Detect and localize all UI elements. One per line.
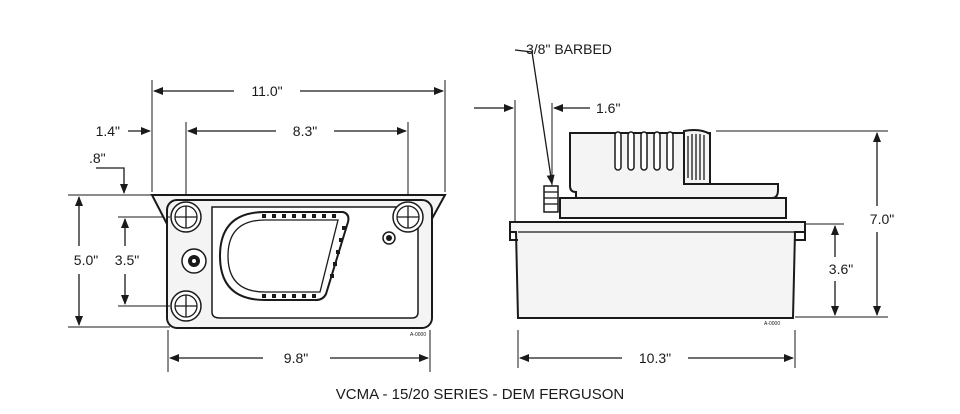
mounting-hole-icon [392, 201, 424, 233]
float-chamber-lid [218, 211, 350, 301]
tank-flange-right [795, 222, 806, 241]
motor-vents [614, 131, 674, 171]
part-tag-right: A-0000 [764, 321, 780, 327]
mounting-hole-icon [170, 290, 202, 322]
part-tag-left: A-0000 [410, 332, 426, 338]
side-tank [509, 221, 806, 319]
mounting-hole-icon [170, 201, 202, 233]
side-view: 1.6" 3/8" BARBED 7.0" 3.6" 10.3" A-0000 [474, 41, 894, 368]
dim-width-overall: 11.0" [251, 83, 282, 99]
dim-fitting-offset: 1.6" [596, 100, 620, 116]
dim-depth-overall: 5.0" [74, 252, 98, 268]
lid-vent-dots [262, 214, 346, 298]
fan-hatch [687, 134, 705, 180]
dim-hole-offset-x: 1.4" [96, 123, 120, 139]
vent-port-icon [382, 231, 396, 245]
dim-hole-spacing-y: 3.5" [115, 252, 139, 268]
discharge-fitting-icon [181, 248, 207, 274]
dim-hole-offset-y: .8" [89, 150, 106, 166]
reservoir-outline [211, 206, 419, 319]
dim-tank-height: 3.6" [829, 261, 853, 277]
tank-flange-left [509, 222, 518, 241]
barbed-fitting-icon [543, 185, 559, 213]
dim-hole-spacing: 8.3" [293, 123, 317, 139]
dim-height-overall: 7.0" [870, 211, 894, 227]
drawing-caption: VCMA - 15/20 SERIES - DEM FERGUSON [336, 386, 624, 403]
motor-housing [569, 132, 779, 199]
dim-tank-width: 9.8" [284, 350, 308, 366]
motor-collar [559, 197, 787, 219]
label-barbed-fitting: 3/8" BARBED [526, 41, 612, 57]
top-view: 11.0" 8.3" 1.4" .8" 5.0" 3.5" 9.8" A-000… [68, 80, 447, 372]
dim-tank-length: 10.3" [639, 350, 671, 366]
